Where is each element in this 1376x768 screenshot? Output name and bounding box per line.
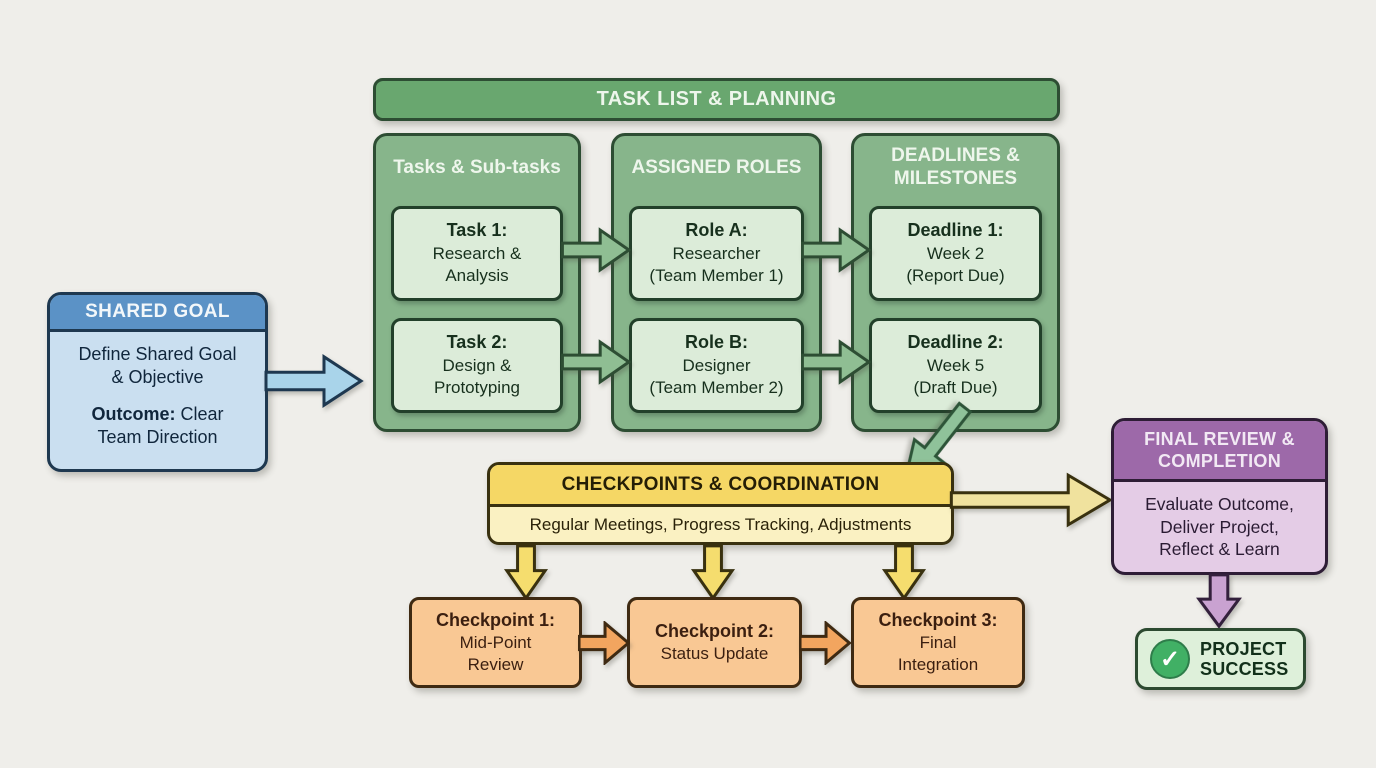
role-a-card: Role A: Researcher (Team Member 1)	[629, 206, 804, 301]
task-2-body: Design & Prototyping	[434, 355, 520, 398]
task1-to-roleA-arrow	[561, 227, 631, 273]
checkpoints-coordination-header: CHECKPOINTS & COORDINATION	[490, 465, 951, 507]
shared-goal-outcome: Outcome: Clear Team Direction	[77, 403, 239, 450]
role-b-body: Designer (Team Member 2)	[649, 355, 784, 398]
checkpoint1-to-checkpoint2-arrow	[578, 621, 630, 665]
checkpoint-3-card: Checkpoint 3: Final Integration	[851, 597, 1025, 688]
checkpoint-2-heading: Checkpoint 2:	[654, 620, 774, 641]
task-2-heading: Task 2:	[446, 332, 508, 353]
deadline-2-body: Week 5 (Draft Due)	[913, 355, 998, 398]
roles-column-panel: ASSIGNED ROLES Role A: Researcher (Team …	[611, 133, 822, 432]
project-success-label: PROJECT SUCCESS	[1200, 638, 1289, 679]
roleB-to-deadline2-arrow	[801, 339, 871, 385]
task-1-heading: Task 1:	[446, 220, 508, 241]
coordination-to-checkpoint2-arrow	[690, 544, 736, 601]
checkpoint-3-body: Final Integration	[897, 633, 979, 675]
shared-goal-to-planning-arrow	[264, 352, 364, 410]
project-success-badge: ✓ PROJECT SUCCESS	[1135, 628, 1306, 690]
shared-goal-header: SHARED GOAL	[50, 295, 265, 332]
check-icon: ✓	[1150, 639, 1190, 679]
checkpoint-3-heading: Checkpoint 3:	[878, 609, 998, 630]
deadline-2-card: Deadline 2: Week 5 (Draft Due)	[869, 318, 1042, 413]
deadlines-column-panel: DEADLINES & MILESTONES Deadline 1: Week …	[851, 133, 1060, 432]
task2-to-roleB-arrow	[561, 339, 631, 385]
task-2-card: Task 2: Design & Prototyping	[391, 318, 563, 413]
role-b-card: Role B: Designer (Team Member 2)	[629, 318, 804, 413]
task-1-card: Task 1: Research & Analysis	[391, 206, 563, 301]
role-b-heading: Role B:	[685, 332, 748, 353]
role-a-body: Researcher (Team Member 1)	[649, 243, 784, 286]
deadline-1-body: Week 2 (Report Due)	[906, 243, 1005, 286]
checkpoint-1-body: Mid-Point Review	[459, 633, 532, 675]
checkpoint-2-body: Status Update	[660, 644, 769, 664]
task-list-planning-label: TASK LIST & PLANNING	[596, 88, 837, 110]
task-list-planning-header: TASK LIST & PLANNING	[373, 78, 1060, 121]
shared-goal-body: Define Shared Goal & Objective Outcome: …	[50, 332, 265, 450]
roles-column-title: ASSIGNED ROLES	[631, 156, 802, 178]
checkpoint2-to-checkpoint3-arrow	[799, 621, 851, 665]
coordination-to-checkpoint3-arrow	[881, 544, 927, 601]
tasks-column-title: Tasks & Sub-tasks	[393, 156, 561, 178]
role-a-heading: Role A:	[685, 220, 748, 241]
shared-goal-objective: Define Shared Goal & Objective	[78, 344, 237, 388]
tasks-column-panel: Tasks & Sub-tasks Task 1: Research & Ana…	[373, 133, 581, 432]
deadline-1-card: Deadline 1: Week 2 (Report Due)	[869, 206, 1042, 301]
shared-goal-outcome-value: Clear Team Direction	[97, 403, 224, 448]
checkpoint-2-card: Checkpoint 2: Status Update	[627, 597, 802, 688]
final-review-body: Evaluate Outcome, Deliver Project, Refle…	[1145, 493, 1294, 560]
checkpoints-coordination-bar: CHECKPOINTS & COORDINATION Regular Meeti…	[487, 462, 954, 545]
shared-goal-outcome-label: Outcome:	[91, 403, 176, 424]
roleA-to-deadline1-arrow	[801, 227, 871, 273]
deadlines-column-title: DEADLINES & MILESTONES	[891, 145, 1020, 189]
coordination-to-final-review-arrow	[948, 469, 1115, 531]
checkpoint-1-card: Checkpoint 1: Mid-Point Review	[409, 597, 582, 688]
deadline-2-heading: Deadline 2:	[907, 332, 1004, 353]
shared-goal-box: SHARED GOAL Define Shared Goal & Objecti…	[47, 292, 268, 472]
task-1-body: Research & Analysis	[432, 243, 522, 286]
checkpoints-coordination-body: Regular Meetings, Progress Tracking, Adj…	[529, 514, 912, 534]
final-review-box: FINAL REVIEW & COMPLETION Evaluate Outco…	[1111, 418, 1328, 575]
checkpoint-1-heading: Checkpoint 1:	[435, 609, 555, 630]
final-review-to-success-arrow	[1195, 573, 1243, 629]
final-review-header: FINAL REVIEW & COMPLETION	[1114, 421, 1325, 482]
coordination-to-checkpoint1-arrow	[503, 544, 549, 601]
deadline-1-heading: Deadline 1:	[907, 220, 1004, 241]
